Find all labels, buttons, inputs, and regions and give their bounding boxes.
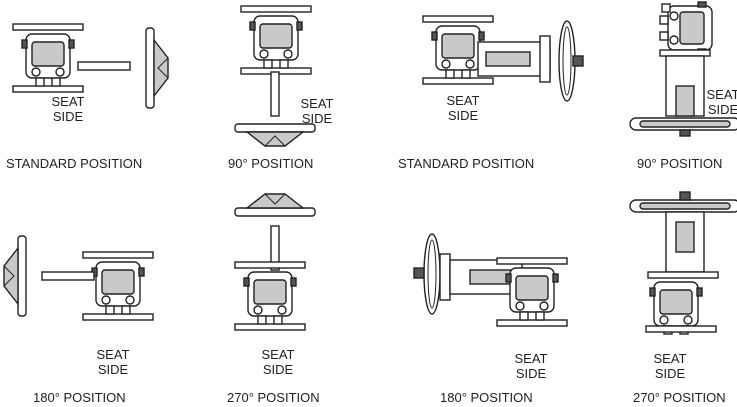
diagram-g-180 <box>413 233 568 327</box>
diagram-g-caption: 180° POSITION <box>440 390 533 405</box>
diagram-a-caption: STANDARD POSITION <box>6 156 143 171</box>
diagram-h-caption: 270° POSITION <box>633 390 726 405</box>
diagram-h-270 <box>629 191 737 335</box>
diagram-f-270 <box>234 193 316 331</box>
diagram-e-caption: 180° POSITION <box>33 390 126 405</box>
diagram-e-180 <box>3 235 154 321</box>
diagram-d-caption: 90° POSITION <box>637 156 723 171</box>
diagram-d-90 <box>629 1 737 137</box>
diagram-a-standard <box>12 23 169 109</box>
diagram-f-caption: 270° POSITION <box>227 390 320 405</box>
diagram-c-standard <box>422 15 584 102</box>
diagram-b-90 <box>234 5 316 147</box>
diagram-c-caption: STANDARD POSITION <box>398 156 535 171</box>
diagram-b-caption: 90° POSITION <box>228 156 314 171</box>
